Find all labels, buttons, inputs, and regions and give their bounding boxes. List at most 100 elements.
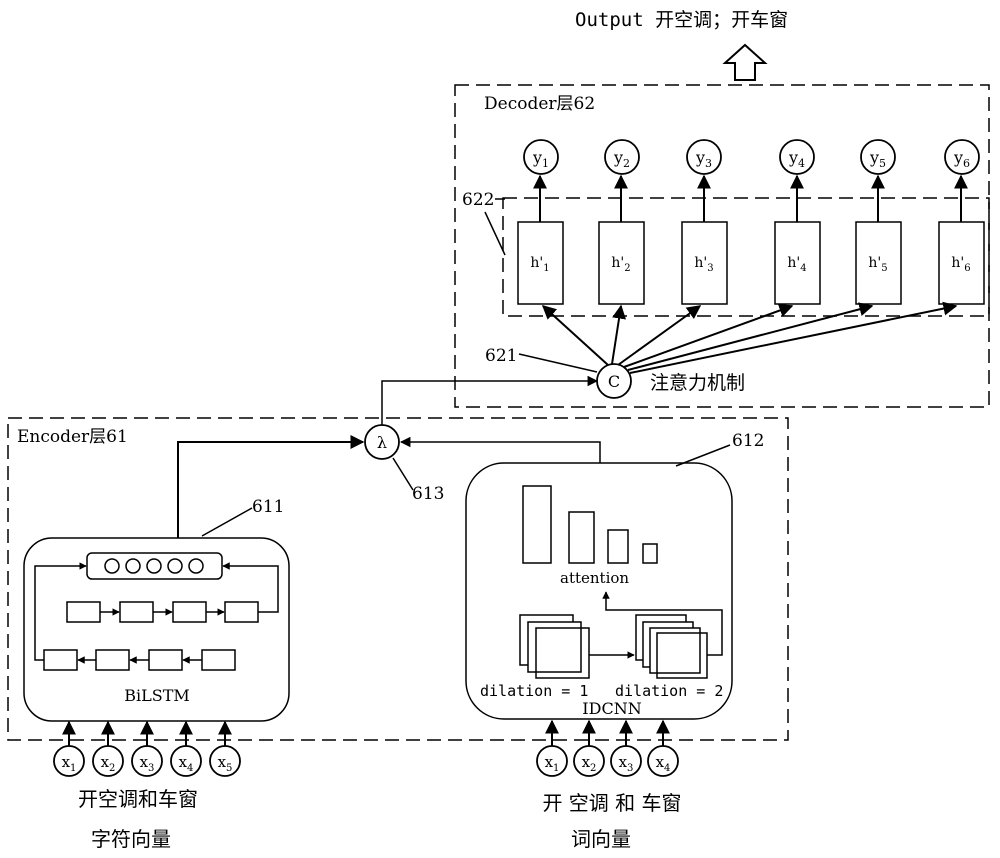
hidden-state-h3: h'3 xyxy=(681,221,728,305)
svg-text:x3: x3 xyxy=(619,753,634,774)
ref-leader-613 xyxy=(392,457,414,491)
word-input-base: x xyxy=(619,753,628,771)
output-node-y5: y5 xyxy=(860,139,896,175)
idcnn-attention-label: attention xyxy=(560,569,629,587)
char-input-x1: x1 xyxy=(53,720,85,777)
word-input-sub: 2 xyxy=(590,763,596,774)
svg-text:x1: x1 xyxy=(62,753,77,774)
svg-text:x2: x2 xyxy=(582,753,597,774)
char-input-sub: 5 xyxy=(226,763,232,774)
svg-text:x2: x2 xyxy=(101,753,116,774)
hidden-state-h1: h'1 xyxy=(517,221,564,305)
hidden-state-sub: 6 xyxy=(964,263,970,274)
char-input-sub: 1 xyxy=(70,763,76,774)
svg-text:x1: x1 xyxy=(545,753,560,774)
context-to-hidden-arrows xyxy=(541,301,958,374)
char-input-base: x xyxy=(218,753,227,771)
char-input-base: x xyxy=(179,753,188,771)
hidden-state-base: h' xyxy=(694,255,707,271)
dilation-to-attention-arrow xyxy=(602,591,723,656)
word-input-x2: x2 xyxy=(573,719,605,777)
svg-text:x4: x4 xyxy=(656,753,671,774)
bilstm-output-pill xyxy=(86,552,223,580)
word-input-sub: 1 xyxy=(553,763,559,774)
char-input-x5: x5 xyxy=(209,720,241,777)
ref-label-622: 622 xyxy=(462,190,494,210)
output-node-sub: 5 xyxy=(879,157,886,170)
lambda-node-label: λ xyxy=(377,433,387,452)
svg-text:y1: y1 xyxy=(532,148,549,170)
svg-text:h'2: h'2 xyxy=(611,255,630,274)
char-input-x2: x2 xyxy=(92,720,124,777)
encoder-title: Encoder层61 xyxy=(17,427,128,447)
svg-text:y3: y3 xyxy=(695,148,712,170)
svg-text:x3: x3 xyxy=(140,753,155,774)
ref-label-612: 612 xyxy=(732,431,764,451)
bilstm-backward-row xyxy=(34,562,236,671)
word-input-base: x xyxy=(545,753,554,771)
decoder-title: Decoder层62 xyxy=(484,94,595,114)
output-node-sub: 1 xyxy=(542,157,549,170)
dilation-2-label: dilation = 2 xyxy=(615,682,723,700)
idcnn-label: IDCNN xyxy=(582,699,641,718)
output-node-base: y xyxy=(953,148,963,167)
encoder-layer-box xyxy=(7,417,789,741)
hidden-state-base: h' xyxy=(530,255,543,271)
hidden-state-sub: 4 xyxy=(800,263,806,274)
word-input-x4: x4 xyxy=(647,719,679,777)
char-input-sub: 4 xyxy=(187,763,193,774)
word-input-base: x xyxy=(656,753,665,771)
char-input-x3: x3 xyxy=(131,720,163,777)
hidden-state-h2: h'2 xyxy=(598,221,645,305)
dilation-block-1 xyxy=(519,614,590,679)
output-node-base: y xyxy=(532,148,542,167)
char-input-base: x xyxy=(140,753,149,771)
hidden-state-h4: h'4 xyxy=(774,221,821,305)
hidden-state-sub: 3 xyxy=(707,263,713,274)
output-node-y4: y4 xyxy=(779,139,815,175)
hidden-state-base: h' xyxy=(951,255,964,271)
char-input-x4: x4 xyxy=(170,720,202,777)
output-node-base: y xyxy=(613,148,623,167)
char-input-text: 开空调和车窗 xyxy=(78,787,198,811)
word-input-sub: 3 xyxy=(627,763,633,774)
word-input-x1: x1 xyxy=(536,719,568,777)
char-input-base: x xyxy=(62,753,71,771)
hidden-to-output-arrows xyxy=(533,174,968,222)
char-input-sub: 3 xyxy=(148,763,154,774)
char-input-sub: 2 xyxy=(109,763,115,774)
ref-leader-622 xyxy=(484,211,506,256)
output-node-y6: y6 xyxy=(944,139,980,175)
idcnn-module xyxy=(465,462,733,720)
bilstm-label: BiLSTM xyxy=(124,686,190,705)
output-node-base: y xyxy=(788,148,798,167)
word-input-sub: 4 xyxy=(664,763,670,774)
decoder-hidden-group-box xyxy=(502,197,990,317)
output-label: Output 开空调；开车窗 xyxy=(575,9,788,31)
output-node-sub: 3 xyxy=(705,157,712,170)
dilation-1-label: dilation = 1 xyxy=(480,682,588,700)
ref-label-621: 621 xyxy=(485,346,517,366)
hidden-state-base: h' xyxy=(787,255,800,271)
char-input-caption: 字符向量 xyxy=(91,827,171,851)
svg-text:h'3: h'3 xyxy=(694,255,713,274)
svg-text:h'1: h'1 xyxy=(530,255,549,274)
svg-text:h'5: h'5 xyxy=(868,255,887,274)
hidden-state-base: h' xyxy=(868,255,881,271)
decoder-output-nodes: y1 y2 y3 y4 y5 y6 xyxy=(523,139,980,175)
svg-text:y2: y2 xyxy=(613,148,630,170)
word-input-base: x xyxy=(582,753,591,771)
svg-text:y5: y5 xyxy=(869,148,886,170)
bilstm-to-lambda-arrow xyxy=(177,435,365,538)
hidden-state-sub: 1 xyxy=(543,263,549,274)
svg-text:x5: x5 xyxy=(218,753,233,774)
output-node-sub: 6 xyxy=(963,157,970,170)
svg-text:y4: y4 xyxy=(788,148,805,170)
dilation-block-2 xyxy=(635,614,708,679)
idcnn-to-lambda-arrow xyxy=(399,436,601,463)
bilstm-forward-row xyxy=(66,562,279,623)
bilstm-module xyxy=(23,537,290,722)
output-node-base: y xyxy=(869,148,879,167)
hidden-state-sub: 5 xyxy=(881,263,887,274)
